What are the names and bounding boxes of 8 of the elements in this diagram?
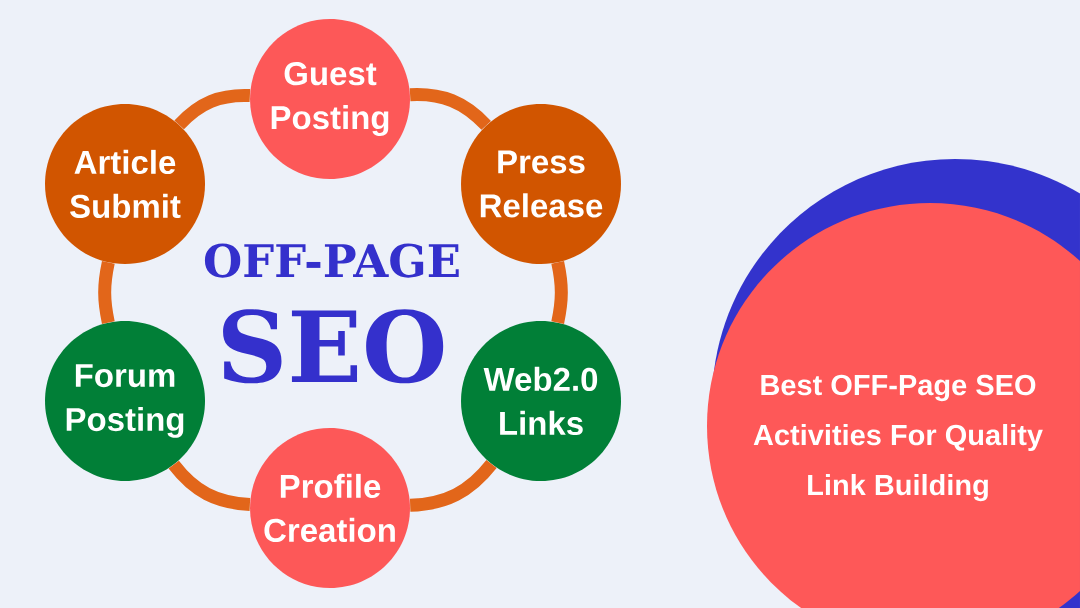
connector-arc — [409, 459, 497, 512]
heading: OFF-PAGE — [204, 243, 459, 278]
connector-arc — [551, 261, 568, 324]
connector-arc — [409, 88, 491, 130]
connector-arc — [98, 261, 115, 324]
connector-arc — [174, 88, 250, 130]
heading: SEO — [223, 309, 444, 384]
connector-arc — [168, 460, 251, 511]
